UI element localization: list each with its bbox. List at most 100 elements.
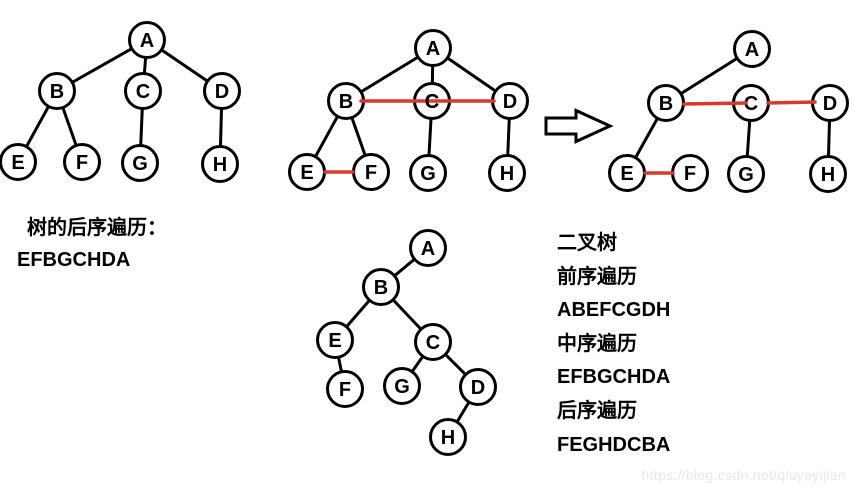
general-node-B: B <box>38 72 76 110</box>
pruned-node-E: E <box>608 154 646 192</box>
node-label: F <box>684 163 696 185</box>
pruned-node-A: A <box>733 30 771 68</box>
node-circle <box>733 30 771 68</box>
binary-node-D: D <box>459 368 497 406</box>
binary-node-H: H <box>429 418 467 456</box>
general-node-H: H <box>201 145 239 183</box>
general-node-E: E <box>0 143 37 181</box>
node-circle <box>414 323 452 361</box>
right-caption-line-postorder-label: 后序遍历 <box>557 399 637 422</box>
node-label: C <box>136 81 150 103</box>
node-circle <box>0 143 37 181</box>
binary-node-F: F <box>326 370 364 408</box>
node-circle <box>414 29 452 67</box>
node-label: B <box>50 81 64 103</box>
general-tree: A B C D E F G H <box>0 21 241 183</box>
node-circle <box>203 72 241 110</box>
node-circle <box>727 155 765 193</box>
node-label: A <box>421 238 435 260</box>
binary-node-C: C <box>414 323 452 361</box>
with-links-node-G: G <box>409 154 447 192</box>
node-label: F <box>365 162 377 184</box>
right-caption-line-postorder-sequence: FEGHDCBA <box>557 433 671 456</box>
node-label: H <box>821 164 835 186</box>
node-circle <box>383 367 421 405</box>
node-label: A <box>426 38 440 60</box>
node-label: D <box>215 81 229 103</box>
node-label: H <box>441 427 455 449</box>
node-circle <box>409 154 447 192</box>
with-links-tree: A B C D E F G H C <box>288 29 529 192</box>
node-circle <box>128 21 166 59</box>
pruned-tree: A B C D E F G H <box>608 30 849 193</box>
right-caption-line-inorder-sequence: EFBGCHDA <box>557 366 671 389</box>
node-label: A <box>745 39 759 61</box>
node-circle <box>362 268 400 306</box>
node-label: G <box>132 153 148 175</box>
with-links-node-A: A <box>414 29 452 67</box>
right-caption-line-inorder-label: 中序遍历 <box>557 332 637 355</box>
binary-node-G: G <box>383 367 421 405</box>
node-label: H <box>213 154 227 176</box>
right-caption-line-preorder-sequence: ABEFCGDH <box>557 299 671 322</box>
left-caption-title: 树的后序遍历： <box>27 217 167 239</box>
node-label: G <box>420 163 436 185</box>
node-circle <box>63 143 101 181</box>
node-circle <box>124 72 162 110</box>
node-circle <box>488 154 526 192</box>
pruned-node-F: F <box>671 154 709 192</box>
pruned-node-G: G <box>727 155 765 193</box>
with-links-node-B: B <box>327 82 365 120</box>
pruned-sibling-link-B-C <box>682 101 748 106</box>
right-caption-line-preorder-label: 前序遍历 <box>557 265 637 288</box>
binary-node-B: B <box>362 268 400 306</box>
node-label: C <box>426 332 440 354</box>
node-circle <box>121 144 159 182</box>
pruned-node-H: H <box>809 155 847 193</box>
node-label: E <box>620 163 633 185</box>
binary-node-E: E <box>316 321 354 359</box>
right-caption-line-title: 二叉树 <box>557 232 617 254</box>
node-label: D <box>823 93 837 115</box>
node-circle <box>459 368 497 406</box>
node-label: E <box>11 152 24 174</box>
pruned-sibling-link-C-D <box>766 100 817 105</box>
node-circle <box>38 72 76 110</box>
with-links-node-D: D <box>491 82 529 120</box>
pruned-node-D: D <box>811 84 849 122</box>
node-circle <box>809 155 847 193</box>
general-node-A: A <box>128 21 166 59</box>
node-label: E <box>328 330 341 352</box>
binary-node-A: A <box>409 229 447 267</box>
with-links-node-H: H <box>488 154 526 192</box>
general-node-D: D <box>203 72 241 110</box>
node-label: A <box>140 30 154 52</box>
watermark-url: https://blog.csdn.net/qiuyeyijian <box>641 467 846 483</box>
general-node-G: G <box>121 144 159 182</box>
node-circle <box>316 321 354 359</box>
binary-tree: A B E C F G D H <box>316 229 497 456</box>
node-label: B <box>339 91 353 113</box>
node-label: D <box>503 91 517 113</box>
node-label: G <box>738 164 754 186</box>
node-label: D <box>471 377 485 399</box>
general-node-F: F <box>63 143 101 181</box>
with-links-node-F: F <box>352 153 390 191</box>
node-label: B <box>659 93 673 115</box>
pruned-node-B: B <box>647 84 685 122</box>
node-circle <box>326 370 364 408</box>
node-circle <box>201 145 239 183</box>
node-label: C <box>744 93 758 115</box>
node-label: H <box>500 163 514 185</box>
right-caption: 二叉树 前序遍历 ABEFCGDH 中序遍历 EFBGCHDA 后序遍历 FEG… <box>557 227 670 462</box>
left-caption: 树的后序遍历： EFBGCHDA <box>17 212 167 276</box>
node-label: B <box>374 277 388 299</box>
left-caption-sequence: EFBGCHDA <box>17 249 131 271</box>
with-links-node-C-label-overlay: C <box>425 91 439 113</box>
node-label: G <box>394 376 410 398</box>
node-label: F <box>339 379 351 401</box>
node-circle <box>409 229 447 267</box>
general-node-C: C <box>124 72 162 110</box>
node-circle <box>429 418 467 456</box>
